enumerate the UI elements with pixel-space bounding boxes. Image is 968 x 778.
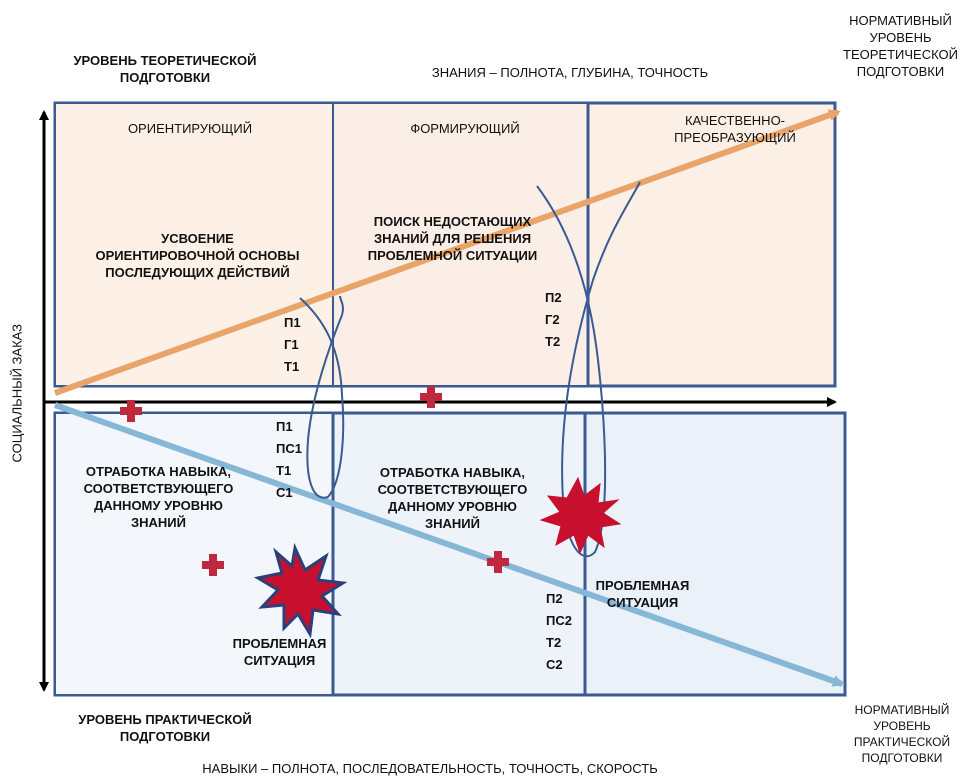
practice-text-1: ОТРАБОТКА НАВЫКА, СООТВЕТСТВУЮЩЕГО ДАННО… [83,464,234,530]
social-order-label: СОЦИАЛЬНЫЙ ЗАКАЗ [9,323,25,463]
plus-icon [120,400,142,422]
knowledge-criteria-label: ЗНАНИЯ – ПОЛНОТА, ГЛУБИНА, ТОЧНОСТЬ [431,65,709,80]
problem-situation-2: ПРОБЛЕМНАЯ СИТУАЦИЯ [595,578,690,610]
plus-icon [487,551,509,573]
normative-theoretical-label: НОРМАТИВНЫЙ УРОВЕНЬ ТЕОРЕТИЧЕСКОЙ ПОДГОТ… [843,13,958,79]
theoretical-level-label: УРОВЕНЬ ТЕОРЕТИЧЕСКОЙ ПОДГОТОВКИ [73,53,257,85]
stage-orienting: ОРИЕНТИРУЮЩИЙ [127,121,253,136]
practice-text-2: ОТРАБОТКА НАВЫКА, СООТВЕТСТВУЮЩЕГО ДАННО… [377,465,528,531]
lower-stage-2 [331,411,587,697]
lower-stage-1 [54,412,334,696]
upper-stage-1 [54,102,334,387]
loop-line-1 [299,295,345,499]
skills-criteria-label: НАВЫКИ – ПОЛНОТА, ПОСЛЕДОВАТЕЛЬНОСТЬ, ТО… [202,761,658,776]
stage-forming: ФОРМИРУЮЩИЙ [410,121,520,136]
theory-arrow [53,109,841,396]
theory-text-1: УСВОЕНИЕ ОРИЕНТИРОВОЧНОЙ ОСНОВЫ ПОСЛЕДУЮ… [95,231,300,280]
practical-level-label: УРОВЕНЬ ПРАКТИЧЕСКОЙ ПОДГОТОВКИ [78,712,252,744]
plus-icon [202,554,224,576]
stage-transforming: КАЧЕСТВЕННО-ПРЕОБРАЗУЮЩИЙ [674,113,796,145]
loop-line-2 [536,181,641,558]
problem-burst-icon [539,476,622,555]
problem-situation-1: ПРОБЛЕМНАЯ СИТУАЦИЯ [232,636,327,668]
theory-text-2: ПОИСК НЕДОСТАЮЩИХ ЗНАНИЙ ДЛЯ РЕШЕНИЯ ПРО… [367,214,538,263]
upper-stage-3 [586,101,837,388]
plus-icon [420,386,442,408]
lower-stage-3 [583,411,847,697]
problem-burst-icon [253,542,348,639]
practice-arrow [53,402,845,687]
normative-practical-label: НОРМАТИВНЫЙ УРОВЕНЬ ПРАКТИЧЕСКОЙ ПОДГОТО… [853,703,951,765]
